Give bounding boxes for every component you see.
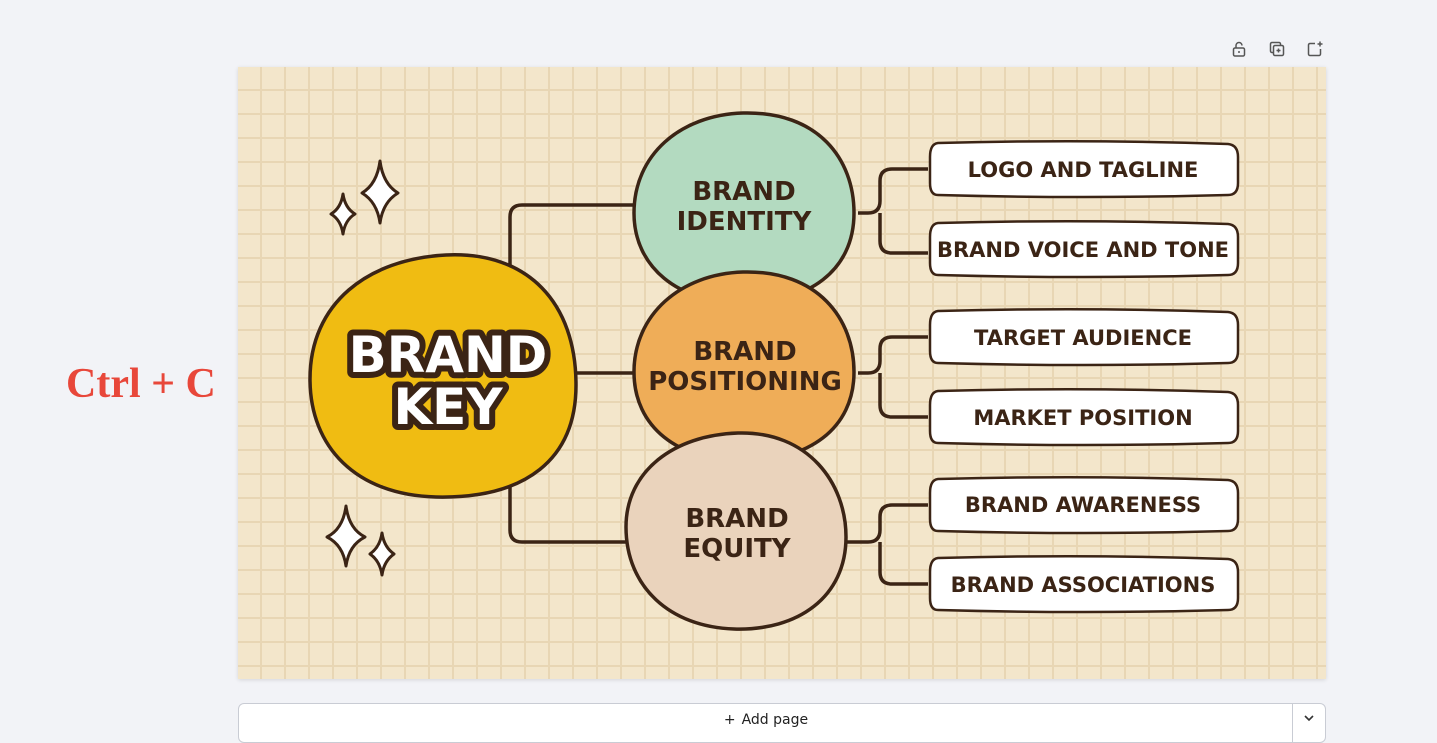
branch-label-line2: EQUITY	[683, 534, 791, 564]
sparkle-icon	[368, 531, 396, 577]
pill-label: TARGET AUDIENCE	[974, 326, 1192, 350]
pill-label: BRAND ASSOCIATIONS	[951, 573, 1216, 597]
connector-lines	[508, 167, 928, 586]
chevron-down-icon	[1304, 715, 1314, 722]
plus-icon: +	[723, 712, 736, 728]
pill-market-position: MARKET POSITION	[928, 387, 1240, 447]
center-label-line1: BRAND	[349, 326, 548, 384]
center-bubble	[308, 253, 578, 499]
brand-key-diagram: BRAND KEY BRAND IDENTITY BRAND POSITIONI…	[238, 67, 1326, 679]
share-button[interactable]	[1304, 38, 1326, 60]
design-canvas[interactable]: BRAND KEY BRAND IDENTITY BRAND POSITIONI…	[238, 67, 1326, 679]
add-page-label: Add page	[741, 712, 809, 728]
pill-target-audience: TARGET AUDIENCE	[928, 307, 1240, 367]
add-page-dropdown-button[interactable]	[1292, 704, 1325, 742]
pill-brand-voice-and-tone: BRAND VOICE AND TONE	[928, 219, 1240, 279]
item-pills: LOGO AND TAGLINE BRAND VOICE AND TONE TA…	[928, 139, 1240, 614]
pill-brand-associations: BRAND ASSOCIATIONS	[928, 554, 1240, 614]
share-icon	[1307, 41, 1323, 57]
lock-button[interactable]	[1228, 38, 1250, 60]
pill-label: BRAND VOICE AND TONE	[937, 238, 1229, 262]
duplicate-icon	[1269, 41, 1285, 57]
branch-label-line1: BRAND	[685, 504, 788, 534]
branch-positioning: BRAND POSITIONING	[632, 270, 856, 463]
add-page-bar: + Add page	[238, 703, 1326, 743]
lock-icon	[1232, 41, 1246, 57]
center-label: BRAND KEY	[343, 320, 554, 442]
pill-label: MARKET POSITION	[973, 406, 1192, 430]
duplicate-button[interactable]	[1266, 38, 1288, 60]
branch-label-line2: IDENTITY	[677, 207, 813, 237]
branch-label-line1: BRAND	[693, 337, 796, 367]
sparkle-icon	[325, 504, 367, 568]
pill-label: BRAND AWARENESS	[965, 493, 1201, 517]
pill-logo-and-tagline: LOGO AND TAGLINE	[928, 139, 1240, 199]
branch-identity: BRAND IDENTITY	[632, 111, 856, 305]
page-toolbar	[1228, 38, 1326, 60]
copy-shortcut-label: Ctrl + C	[66, 361, 216, 407]
branch-bubble	[624, 431, 848, 631]
branch-label-line2: POSITIONING	[648, 367, 842, 397]
pill-label: LOGO AND TAGLINE	[968, 158, 1199, 182]
branch-label-line1: BRAND	[692, 177, 795, 207]
center-label-line2: KEY	[393, 378, 503, 436]
pill-brand-awareness: BRAND AWARENESS	[928, 475, 1240, 535]
branch-equity: BRAND EQUITY	[624, 431, 848, 631]
sparkle-icon	[329, 192, 357, 236]
sparkle-icon	[360, 159, 400, 225]
add-page-button[interactable]: + Add page	[239, 704, 1293, 742]
